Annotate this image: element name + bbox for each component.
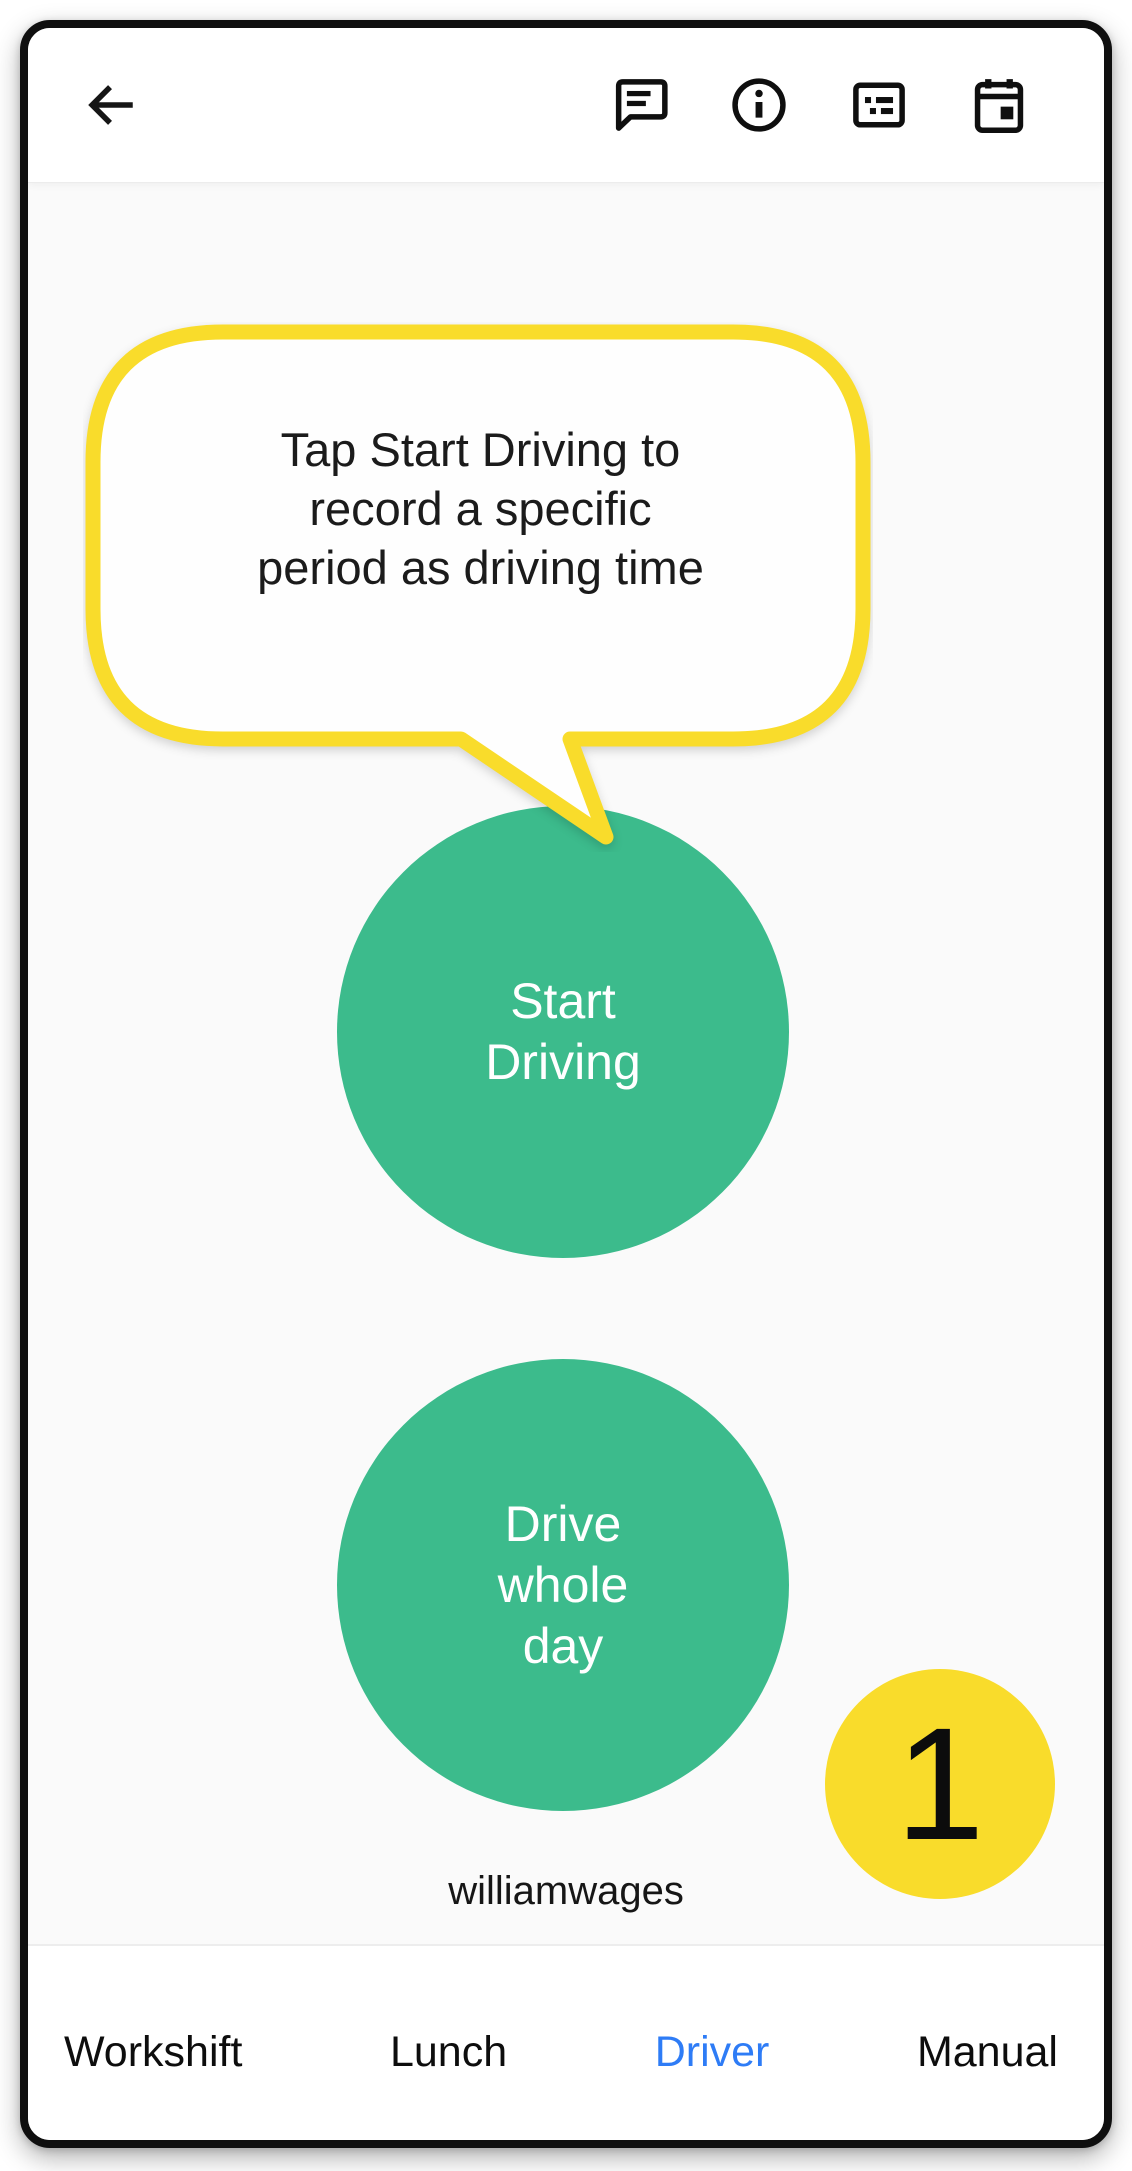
start-driving-label-line: Start bbox=[510, 973, 616, 1029]
subtitles-card-icon bbox=[846, 72, 912, 138]
tooltip-line: Tap Start Driving to bbox=[280, 423, 681, 476]
info-button[interactable] bbox=[724, 70, 794, 140]
info-icon bbox=[726, 72, 792, 138]
subtitles-card-button[interactable] bbox=[844, 70, 914, 140]
start-driving-label-line: Driving bbox=[485, 1034, 641, 1090]
drive-whole-day-label-line: day bbox=[522, 1617, 604, 1674]
chat-button[interactable] bbox=[604, 70, 674, 140]
drive-whole-day-label-line: whole bbox=[497, 1556, 629, 1613]
tab-manual[interactable]: Manual bbox=[911, 2018, 1064, 2087]
calendar-event-icon bbox=[966, 72, 1032, 138]
drive-whole-day-button[interactable]: Drive whole day bbox=[337, 1359, 789, 1811]
drive-whole-day-label-line: Drive bbox=[504, 1495, 622, 1552]
tooltip-bubble bbox=[85, 324, 871, 845]
tab-lunch[interactable]: Lunch bbox=[384, 2018, 513, 2087]
start-driving-button[interactable]: Start Driving bbox=[337, 806, 789, 1258]
step-badge-number: 1 bbox=[895, 1694, 985, 1873]
step-badge: 1 bbox=[825, 1669, 1055, 1899]
tab-driver[interactable]: Driver bbox=[649, 2018, 776, 2087]
tooltip-text: Tap Start Driving to record a specific p… bbox=[93, 420, 868, 597]
tab-workshift[interactable]: Workshift bbox=[58, 2018, 248, 2087]
tooltip-line: record a specific bbox=[309, 482, 652, 535]
phone-frame: Tap Start Driving to record a specific p… bbox=[20, 20, 1112, 2148]
topbar-actions bbox=[604, 70, 1034, 140]
back-button[interactable] bbox=[76, 70, 146, 140]
calendar-button[interactable] bbox=[964, 70, 1034, 140]
content-area: Tap Start Driving to record a specific p… bbox=[28, 183, 1104, 1944]
tooltip-line: period as driving time bbox=[257, 541, 704, 594]
bottom-tab-bar: Workshift Lunch Driver Manual bbox=[28, 1944, 1104, 2140]
username-label: williamwages bbox=[448, 1869, 684, 1913]
top-app-bar bbox=[28, 28, 1104, 183]
arrow-left-icon bbox=[82, 76, 140, 134]
chat-icon bbox=[606, 72, 672, 138]
